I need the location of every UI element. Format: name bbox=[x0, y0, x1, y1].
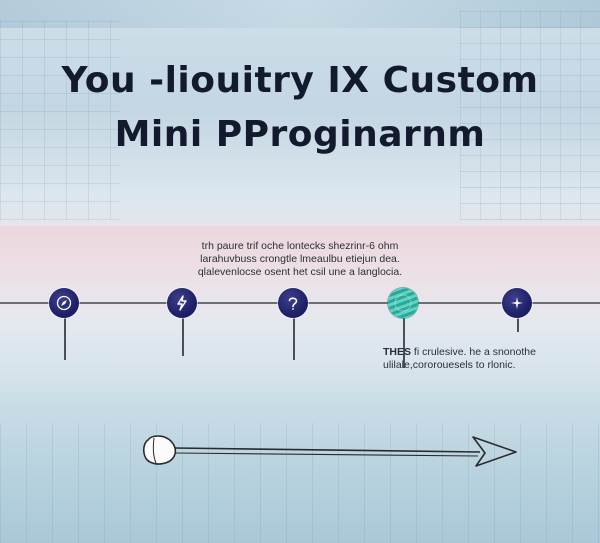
top-paragraph-line-1: trh paure trif oche lontecks shezrinr-6 … bbox=[201, 240, 399, 252]
arrow-tail-circle bbox=[142, 435, 177, 465]
timeline-stem-3 bbox=[293, 318, 295, 360]
arrow-shaft bbox=[174, 447, 481, 453]
timeline-stem-5 bbox=[517, 318, 519, 332]
arrow-head bbox=[472, 436, 517, 467]
top-band bbox=[0, 0, 600, 28]
lightning-icon bbox=[177, 295, 187, 311]
top-paragraph-line-3: qlalevenlocse osent het csil une a langl… bbox=[197, 266, 403, 278]
timeline-node-1[interactable] bbox=[49, 288, 79, 318]
timeline-node-4[interactable] bbox=[388, 288, 418, 318]
title-line-2: Mini PProginarnm bbox=[114, 114, 486, 155]
timeline-node-3[interactable] bbox=[278, 288, 308, 318]
title-line-1: You -liouitry IX Custom bbox=[61, 60, 539, 101]
right-paragraph: THES fi crulesive. he a snonothe ulilale… bbox=[383, 346, 583, 372]
top-paragraph: trh paure trif oche lontecks shezrinr-6 … bbox=[160, 240, 440, 279]
striped-sphere-icon bbox=[394, 294, 412, 312]
question-mark-icon bbox=[288, 297, 298, 310]
top-paragraph-line-2: larahuvbuss crongtle lmeaulbu etiejun de… bbox=[200, 253, 400, 265]
timeline-node-5[interactable] bbox=[502, 288, 532, 318]
sparkle-icon bbox=[511, 297, 523, 309]
arrow-shaft-lower bbox=[175, 452, 479, 457]
timeline-node-2[interactable] bbox=[167, 288, 197, 318]
compass-icon bbox=[56, 295, 72, 311]
timeline-stem-2 bbox=[182, 318, 184, 356]
right-paragraph-bold: THES bbox=[383, 346, 412, 358]
arrow-tail-seam bbox=[152, 437, 157, 464]
right-paragraph-line-2: ulilale,cororouesels to rlonic. bbox=[383, 359, 516, 371]
timeline-stem-4 bbox=[403, 318, 405, 368]
right-paragraph-line-1: THES fi crulesive. he a snonothe bbox=[383, 346, 583, 359]
hand-drawn-arrow bbox=[142, 435, 517, 467]
right-paragraph-line-1-rest: fi crulesive. he a snonothe bbox=[411, 346, 536, 358]
timeline-stem-1 bbox=[64, 318, 66, 360]
